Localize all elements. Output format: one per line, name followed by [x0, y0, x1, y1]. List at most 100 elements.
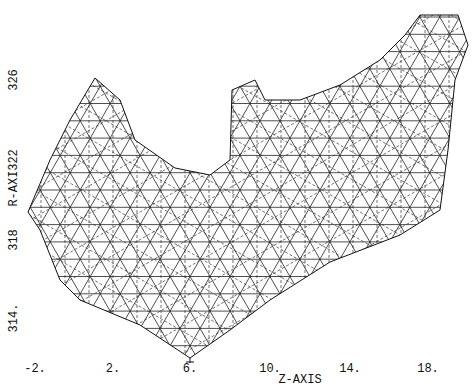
- dashed-element-edge: [0, 220, 474, 389]
- dashed-element-edge: [41, 0, 42, 389]
- element-edge: [0, 0, 66, 389]
- element-edge: [25, 0, 474, 389]
- element-edge: [459, 0, 474, 389]
- element-edge: [0, 0, 365, 389]
- element-edge: [0, 328, 474, 329]
- element-edge: [70, 0, 474, 389]
- element-edge: [0, 0, 21, 389]
- element-edge: [0, 0, 171, 389]
- dashed-element-edge: [0, 354, 474, 389]
- element-edge: [265, 0, 474, 389]
- tick-label: -2.: [23, 363, 47, 375]
- dashed-element-edge: [0, 54, 474, 389]
- element-edge: [0, 0, 305, 389]
- dashed-element-edge: [0, 146, 474, 389]
- dashed-element-edge: [0, 137, 474, 389]
- dashed-element-edge: [0, 158, 474, 389]
- dashed-element-edge: [0, 33, 474, 389]
- element-edge: [70, 0, 474, 389]
- dashed-element-edge: [0, 0, 474, 338]
- element-edge: [0, 0, 6, 389]
- element-edge: [130, 0, 474, 389]
- tick-label: 6.: [182, 363, 198, 375]
- element-edge: [205, 0, 474, 389]
- element-edge: [0, 0, 245, 389]
- element-edge: [340, 0, 474, 389]
- mesh-boundary: [28, 15, 468, 358]
- axis-title: Z-AXIS: [277, 374, 322, 386]
- element-edge: [0, 0, 215, 389]
- element-edge: [0, 0, 335, 389]
- element-edge: [10, 0, 474, 389]
- dashed-element-edge: [0, 0, 474, 201]
- dashed-element-edge: [0, 0, 474, 317]
- element-edge: [0, 0, 186, 389]
- element-edge: [190, 0, 474, 389]
- element-edge: [0, 224, 474, 225]
- dashed-element-edge: [0, 0, 474, 222]
- dashed-element-edge: [0, 387, 474, 389]
- element-edge: [444, 0, 474, 389]
- dashed-element-edge: [0, 42, 474, 389]
- dashed-element-edge: [0, 0, 474, 234]
- element-edge: [0, 0, 440, 389]
- dashed-element-edge: [0, 104, 474, 389]
- element-edge: [310, 0, 474, 389]
- element-edge: [0, 0, 81, 389]
- element-edge: [0, 172, 474, 173]
- dashed-element-edge: [65, 0, 66, 389]
- element-edge: [310, 0, 474, 389]
- element-edge: [340, 0, 474, 389]
- element-edge: [115, 0, 474, 389]
- dashed-element-edge: [0, 125, 474, 389]
- element-edge: [0, 0, 51, 389]
- dashed-element-edge: [449, 0, 450, 389]
- element-edge: [0, 0, 395, 389]
- dashed-element-edge: [0, 0, 474, 380]
- element-edge: [0, 0, 350, 389]
- element-edge: [384, 0, 474, 389]
- dashed-element-edge: [0, 374, 474, 389]
- element-edge: [0, 0, 230, 389]
- dashed-element-edge: [0, 312, 474, 389]
- dashed-element-edge: [0, 0, 474, 276]
- element-edge: [0, 0, 215, 389]
- element-edge: [0, 0, 141, 389]
- element-edge: [0, 0, 81, 389]
- dashed-element-edge: [0, 187, 474, 389]
- element-edge: [175, 0, 474, 389]
- dashed-element-edge: [0, 303, 474, 389]
- element-edge: [0, 0, 36, 389]
- element-edge: [414, 0, 474, 389]
- tick-label: 314.: [8, 303, 20, 334]
- element-edge: [0, 0, 290, 389]
- element-edge: [115, 0, 474, 389]
- dashed-element-edge: [0, 21, 474, 389]
- dashed-element-edge: [0, 0, 474, 359]
- element-edge: [0, 0, 335, 389]
- dashed-element-edge: [137, 0, 138, 389]
- element-edge: [0, 51, 474, 52]
- element-edge: [0, 0, 260, 389]
- element-edge: [444, 0, 474, 389]
- element-edge: [145, 0, 474, 389]
- element-edge: [0, 0, 6, 389]
- dashed-element-edge: [281, 0, 282, 389]
- dashed-element-edge: [377, 0, 378, 389]
